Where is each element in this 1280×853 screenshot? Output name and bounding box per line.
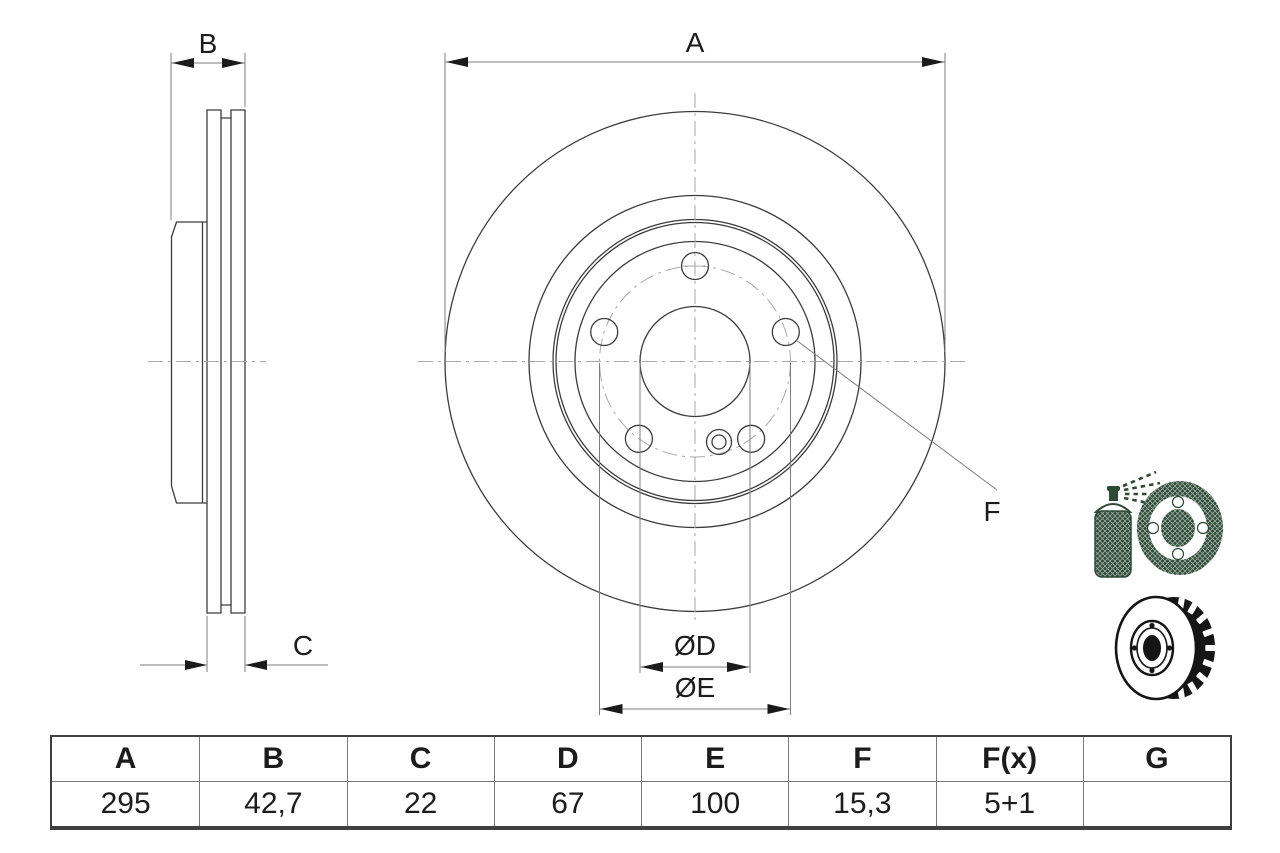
bolt-hole: [736, 424, 766, 453]
hat-step-circle: [574, 240, 816, 483]
table-value-d: 67: [493, 781, 641, 826]
table-value-fx: 5+1: [935, 781, 1083, 826]
table-header-g: G: [1082, 737, 1230, 781]
coated-disc-icon: [1137, 481, 1223, 575]
bolt-hole: [680, 251, 710, 281]
hat-outer-circle-inner-line: [555, 221, 835, 502]
side-view: B C: [140, 28, 328, 672]
table-value-g: [1082, 781, 1230, 826]
center-bore-circle: [639, 305, 751, 418]
dim-label-b: B: [199, 28, 218, 59]
dim-label-a: A: [686, 27, 705, 58]
table-header-f: F: [788, 737, 935, 781]
table-header-c: C: [346, 737, 494, 781]
bolt-hole: [771, 317, 800, 347]
table-header-e: E: [641, 737, 788, 781]
bolt-hole: [590, 317, 619, 347]
vented-disc-art: [1114, 595, 1217, 701]
dim-label-c: C: [293, 630, 313, 661]
table-header-b: B: [199, 737, 346, 781]
table-header-d: D: [493, 737, 641, 781]
table-value-e: 100: [641, 781, 789, 826]
table-value-a: 295: [52, 781, 200, 826]
hat-outline: [170, 221, 207, 504]
table-header-fx: F(x): [935, 737, 1083, 781]
dim-label-e: ØE: [675, 672, 715, 703]
table-header-a: A: [114, 742, 137, 775]
table-value-f: 15,3: [788, 781, 936, 826]
table-value-b: 42,7: [199, 781, 347, 826]
dim-label-f: F: [983, 496, 1000, 527]
technical-drawing: B C: [140, 27, 1001, 715]
front-view: A ØD ØE F: [418, 27, 1001, 715]
spray-coating-disc-icon: [1090, 466, 1230, 593]
vented-brake-disc-icon: [1112, 592, 1227, 712]
locating-pin-hole-inner: [711, 434, 727, 450]
dim-label-d: ØD: [674, 630, 716, 661]
dimension-table: A B C D E F F(x) G 295 42,7 22 67 100 15…: [50, 735, 1232, 830]
table-value-c: 22: [346, 781, 494, 826]
leader-line-f: [795, 339, 998, 491]
spray-can-icon: [1093, 486, 1133, 578]
locating-pin-hole-outer: [705, 428, 733, 456]
bolt-hole: [624, 424, 654, 453]
